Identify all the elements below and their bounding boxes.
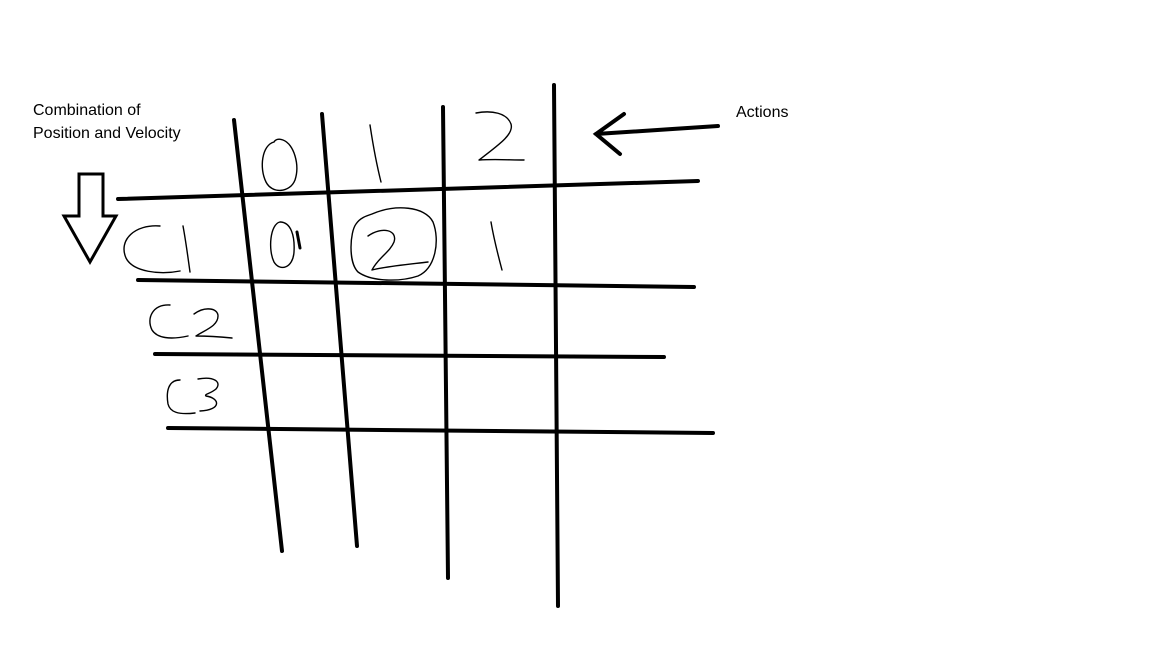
hand-row-c3	[166, 379, 196, 415]
hand-header-2	[475, 111, 525, 161]
hand-row-c2-digit	[193, 308, 233, 339]
grid-line-h-row3	[166, 426, 715, 435]
grid-line-v-1	[232, 118, 284, 553]
hand-row-c2	[149, 304, 189, 339]
arrow-left-icon	[592, 112, 720, 156]
hand-row-c1-digit	[182, 225, 191, 273]
grid-line-v-2	[320, 112, 359, 548]
state-axis-label-line1: Combination of	[33, 102, 141, 119]
hand-cell-c1-a1-circle	[350, 207, 437, 281]
state-axis-label-line2: Position and Velocity	[33, 125, 181, 142]
grid-line-v-4	[552, 83, 560, 608]
grid-line-h-top	[116, 179, 700, 201]
grid-line-h-row1	[136, 278, 696, 289]
actions-axis-label: Actions	[736, 104, 789, 121]
hand-cell-c1-a2	[490, 221, 503, 271]
arrow-down-outline-icon	[61, 172, 119, 266]
hand-cell-c1-a1	[367, 229, 429, 271]
hand-cell-c1-a0	[269, 221, 295, 269]
grid-line-v-3	[441, 105, 450, 580]
hand-row-c3-digit	[197, 377, 219, 412]
hand-header-1	[369, 124, 382, 183]
hand-header-0	[261, 138, 298, 192]
grid-line-h-row2	[153, 352, 666, 359]
hand-cell-c1-a0-tick	[295, 230, 302, 250]
hand-row-c1	[123, 225, 181, 274]
state-axis-label: Combination of Position and Velocity	[33, 99, 181, 145]
